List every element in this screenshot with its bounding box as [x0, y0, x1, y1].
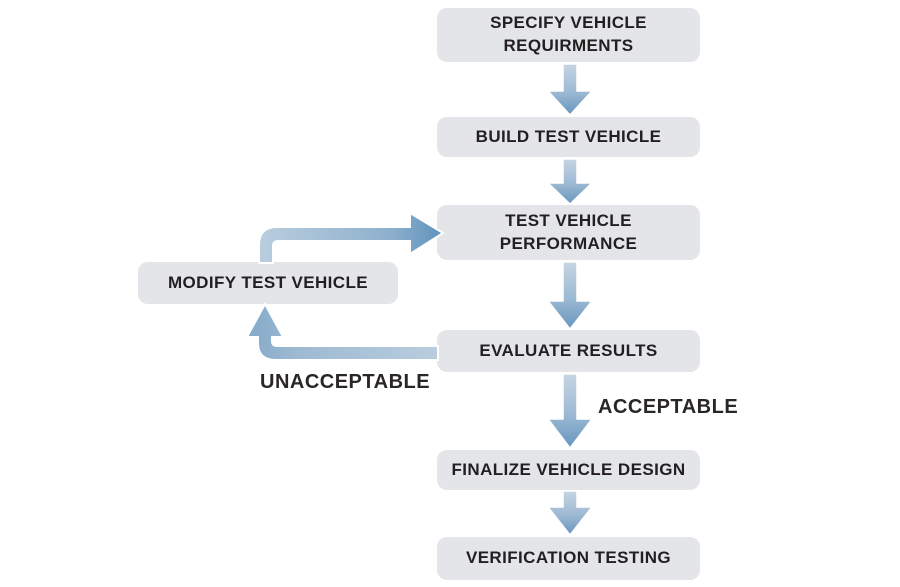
node-evaluate-results: EVALUATE RESULTS	[437, 330, 700, 372]
arrow-down-test-to-evaluate-icon	[546, 261, 594, 331]
node-label: TEST VEHICLE PERFORMANCE	[499, 210, 638, 253]
edge-label-acceptable: ACCEPTABLE	[598, 396, 739, 418]
node-label: MODIFY TEST VEHICLE	[168, 272, 368, 292]
node-verification-testing: VERIFICATION TESTING	[437, 537, 700, 580]
node-specify-vehicle-requirements: SPECIFY VEHICLE REQUIRMENTS	[437, 8, 700, 62]
arrow-down-finalize-to-verify-icon	[546, 490, 594, 537]
node-label: FINALIZE VEHICLE DESIGN	[451, 459, 686, 479]
node-finalize-vehicle-design: FINALIZE VEHICLE DESIGN	[437, 450, 700, 490]
node-label: VERIFICATION TESTING	[465, 548, 672, 568]
arrow-loop-modify-to-test-icon	[258, 211, 445, 264]
arrow-down-evaluate-to-finalize-icon	[546, 373, 594, 450]
node-label: SPECIFY VEHICLE REQUIRMENTS	[490, 13, 647, 55]
arrow-loop-evaluate-to-modify-icon	[245, 301, 439, 361]
node-test-vehicle-performance: TEST VEHICLE PERFORMANCE	[437, 205, 700, 260]
node-label: EVALUATE RESULTS	[479, 340, 658, 360]
node-modify-test-vehicle: MODIFY TEST VEHICLE	[138, 262, 398, 304]
arrow-down-specify-to-build-icon	[546, 63, 594, 117]
node-label: BUILD TEST VEHICLE	[475, 126, 662, 146]
edge-label-unacceptable: UNACCEPTABLE	[260, 371, 431, 393]
arrow-down-build-to-test-icon	[546, 158, 594, 206]
node-build-test-vehicle: BUILD TEST VEHICLE	[437, 117, 700, 157]
